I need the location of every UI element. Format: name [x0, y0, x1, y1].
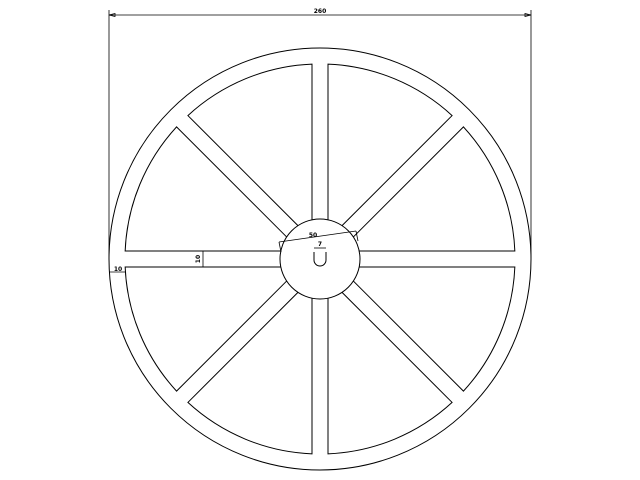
spoke-opening	[124, 266, 287, 392]
spoke-opening	[187, 292, 313, 455]
dimension-overall-diameter: 260	[108, 8, 532, 258]
hub-circle	[279, 218, 361, 300]
dimension-hub-diameter-label: 50	[309, 232, 317, 239]
dimension-center-hole: 7	[314, 241, 326, 249]
spoke-opening	[353, 266, 516, 392]
dimension-rim-width-label: 10	[114, 266, 122, 273]
spoke-opening	[353, 126, 516, 252]
dimension-center-hole-label: 7	[318, 241, 322, 248]
dimension-rim-width: 10	[109, 266, 126, 273]
dimension-hub-diameter: 50	[278, 230, 359, 253]
dimension-overall-diameter-label: 260	[314, 8, 327, 15]
dimension-spoke-width: 10	[195, 251, 204, 267]
spoke-opening	[124, 126, 287, 252]
dimension-spoke-width-label: 10	[195, 255, 202, 263]
spoke-opening	[327, 63, 453, 226]
outer-rim-circle	[108, 47, 532, 471]
center-hole	[313, 252, 327, 267]
spoke-opening	[327, 292, 453, 455]
spoke-openings	[124, 63, 516, 455]
spoke-opening	[187, 63, 313, 226]
